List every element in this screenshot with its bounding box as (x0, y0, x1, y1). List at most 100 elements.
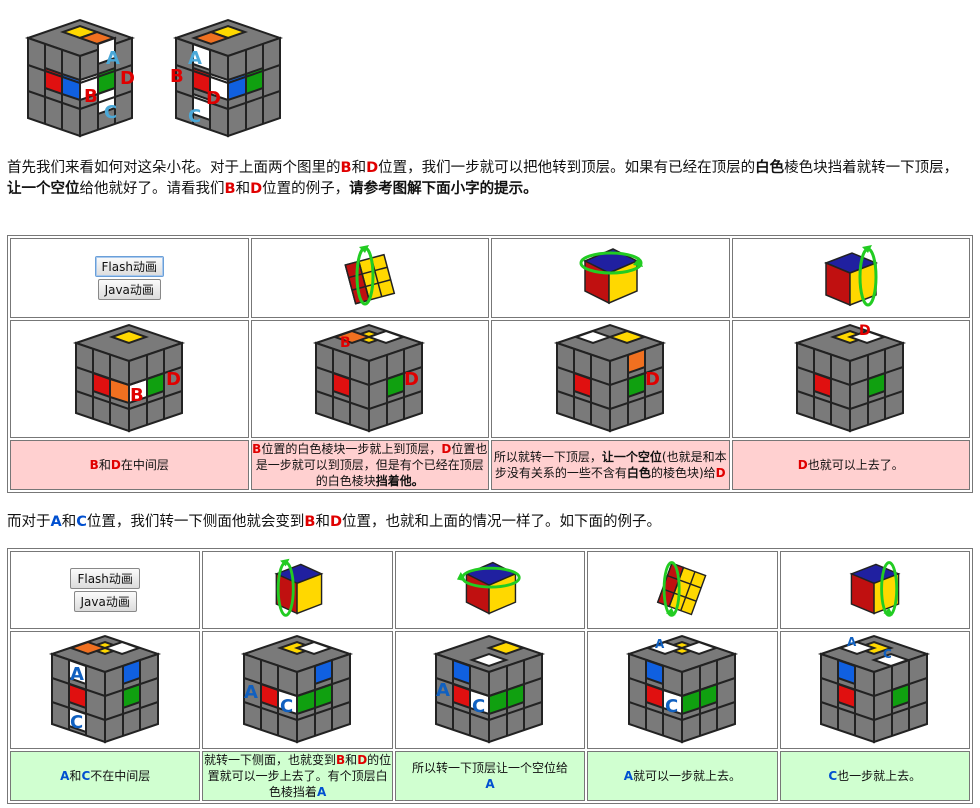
label-c: C (280, 696, 293, 717)
position-d-label: D (250, 181, 263, 197)
java-animation-button[interactable]: Java动画 (73, 591, 137, 612)
caption-cell: 所以转一下顶层让一个空位给 A (394, 751, 586, 801)
animation-buttons-cell: Flash动画 Java动画 (10, 238, 249, 318)
cube-state-diagram: B D (72, 323, 185, 433)
caption-cell: 就转一下侧面，也就变到B和D的位置就可以一步上去了。有个顶层白色棱挡着A (202, 751, 393, 801)
cube-state-diagram: A C (818, 634, 931, 744)
cube-state-cell: A C (394, 631, 586, 749)
caption-text: 的棱色块)给 (650, 466, 716, 480)
cube-state-diagram: A C (625, 634, 738, 744)
cube-state-cell: D (491, 320, 730, 438)
cube-state-cell: A C (202, 631, 393, 749)
caption-text: 和 (69, 769, 82, 783)
top-cube-illustrations: A D B C A B D C (20, 14, 310, 139)
caption-label-c: C (81, 769, 91, 783)
caption-text: 和 (98, 458, 111, 472)
caption-emphasis: 挡着他。 (375, 474, 424, 488)
caption-text: (也就是和本步没有关系的一些不含有 (494, 450, 727, 480)
label-a: A (847, 635, 857, 649)
cube-state-diagram: B D (313, 323, 426, 433)
caption-emphasis: 让一个空位 (601, 450, 662, 464)
label-d: D (404, 369, 419, 390)
cube-diagram-1: A D B C (24, 18, 136, 138)
caption-label-a: A (60, 769, 70, 783)
label-d: D (859, 323, 871, 339)
caption-text: 和 (345, 753, 358, 767)
label-c: C (472, 696, 485, 717)
label-b: B (84, 86, 98, 107)
caption-text: 也一步就上去。 (837, 769, 922, 783)
intro-text: 给他就好了。请看我们 (79, 181, 225, 197)
rotation-hint-icon (274, 558, 323, 617)
move-hint-cell (779, 551, 970, 629)
position-c-label: C (76, 514, 87, 530)
caption-label-d: D (797, 458, 808, 472)
caption-text: 在中间层 (120, 458, 169, 472)
caption-cell: A和C不在中间层 (10, 751, 201, 801)
label-a: A (106, 48, 120, 69)
caption-emphasis: 白色 (626, 466, 651, 480)
label-a: A (244, 682, 258, 703)
move-hint-cell (394, 551, 586, 629)
cube-state-diagram: D (553, 323, 666, 433)
intro-text: 和 (351, 160, 367, 176)
caption-label-b: B (336, 753, 346, 767)
caption-cell: A就可以一步就上去。 (587, 751, 778, 801)
cube-state-cell: A C (10, 631, 201, 749)
caption-cell: B和D在中间层 (10, 440, 249, 490)
rotation-hint-icon (823, 245, 878, 307)
cube-state-cell: B D (10, 320, 249, 438)
caption-label-a: A (485, 777, 495, 791)
caption-label-b: B (252, 442, 262, 456)
intro-text: 位置的例子， (262, 181, 350, 197)
label-b: B (170, 66, 184, 87)
label-b: B (130, 385, 144, 406)
intro-text: 位置，我们一步就可以把他转到顶层。如果有已经在顶层的 (378, 160, 756, 176)
position-b-label: B (224, 181, 236, 197)
label-a: A (70, 664, 84, 685)
caption-label-d: D (110, 458, 121, 472)
white-edge-emphasis: 白色 (755, 160, 785, 176)
label-c: C (883, 647, 892, 661)
steps-table-bd: Flash动画 Java动画 (7, 235, 973, 493)
caption-text: 的位置就可以一步上去了。有个顶层白色棱挡着 (207, 753, 392, 799)
position-d-label: D (366, 160, 379, 176)
label-b: B (340, 335, 351, 351)
rotation-hint-icon (579, 248, 644, 305)
intro-text: 首先我们来看如何对这朵小花。对于上面两个图里的 (7, 160, 341, 176)
rotation-hint-icon (344, 245, 395, 306)
caption-text: 位置的白色棱块一步就上到顶层， (261, 442, 442, 456)
flash-animation-button[interactable]: Flash动画 (70, 568, 140, 589)
caption-cell: C也一步就上去。 (779, 751, 970, 801)
intro-text: 棱色块挡着就转一下顶层， (784, 160, 959, 176)
caption-label-b: B (89, 458, 99, 472)
label-d: D (206, 88, 221, 109)
label-d: D (645, 369, 660, 390)
java-animation-button[interactable]: Java动画 (97, 279, 161, 300)
intro-text: 和 (235, 181, 251, 197)
flash-animation-button[interactable]: Flash动画 (94, 256, 164, 277)
label-a: A (188, 48, 202, 69)
rotation-hint-icon (456, 561, 521, 615)
cube-state-diagram: A C (48, 634, 161, 744)
cube-state-cell: A C (779, 631, 970, 749)
label-c: C (665, 696, 678, 717)
caption-text: 所以转一下顶层让一个空位给 (411, 761, 568, 775)
caption-text: 就可以一步就上去。 (633, 769, 742, 783)
caption-text: 位置也是一步就可以到顶层，但是有个已经在顶层的白色棱块 (255, 442, 488, 488)
caption-label-d: D (715, 466, 726, 480)
see-hint-emphasis: 请参考图解下面小字的提示。 (349, 181, 538, 197)
intro-paragraph: 首先我们来看如何对这朵小花。对于上面两个图里的B和D位置，我们一步就可以把他转到… (7, 158, 972, 200)
caption-label-d: D (441, 442, 452, 456)
caption-text: 也就可以上去了。 (807, 458, 904, 472)
move-hint-cell (250, 238, 489, 318)
caption-text: 就转一下侧面，也就变到 (204, 753, 337, 767)
steps-table-ac: Flash动画 Java动画 (7, 548, 973, 804)
label-a: A (436, 680, 450, 701)
caption-cell: D也就可以上去了。 (731, 440, 970, 490)
caption-text: 不在中间层 (90, 769, 151, 783)
rotation-hint-icon (657, 561, 707, 617)
cube-state-diagram: A C (240, 634, 354, 744)
label-a: A (655, 637, 665, 651)
middle-text: 而对于 (7, 514, 51, 530)
